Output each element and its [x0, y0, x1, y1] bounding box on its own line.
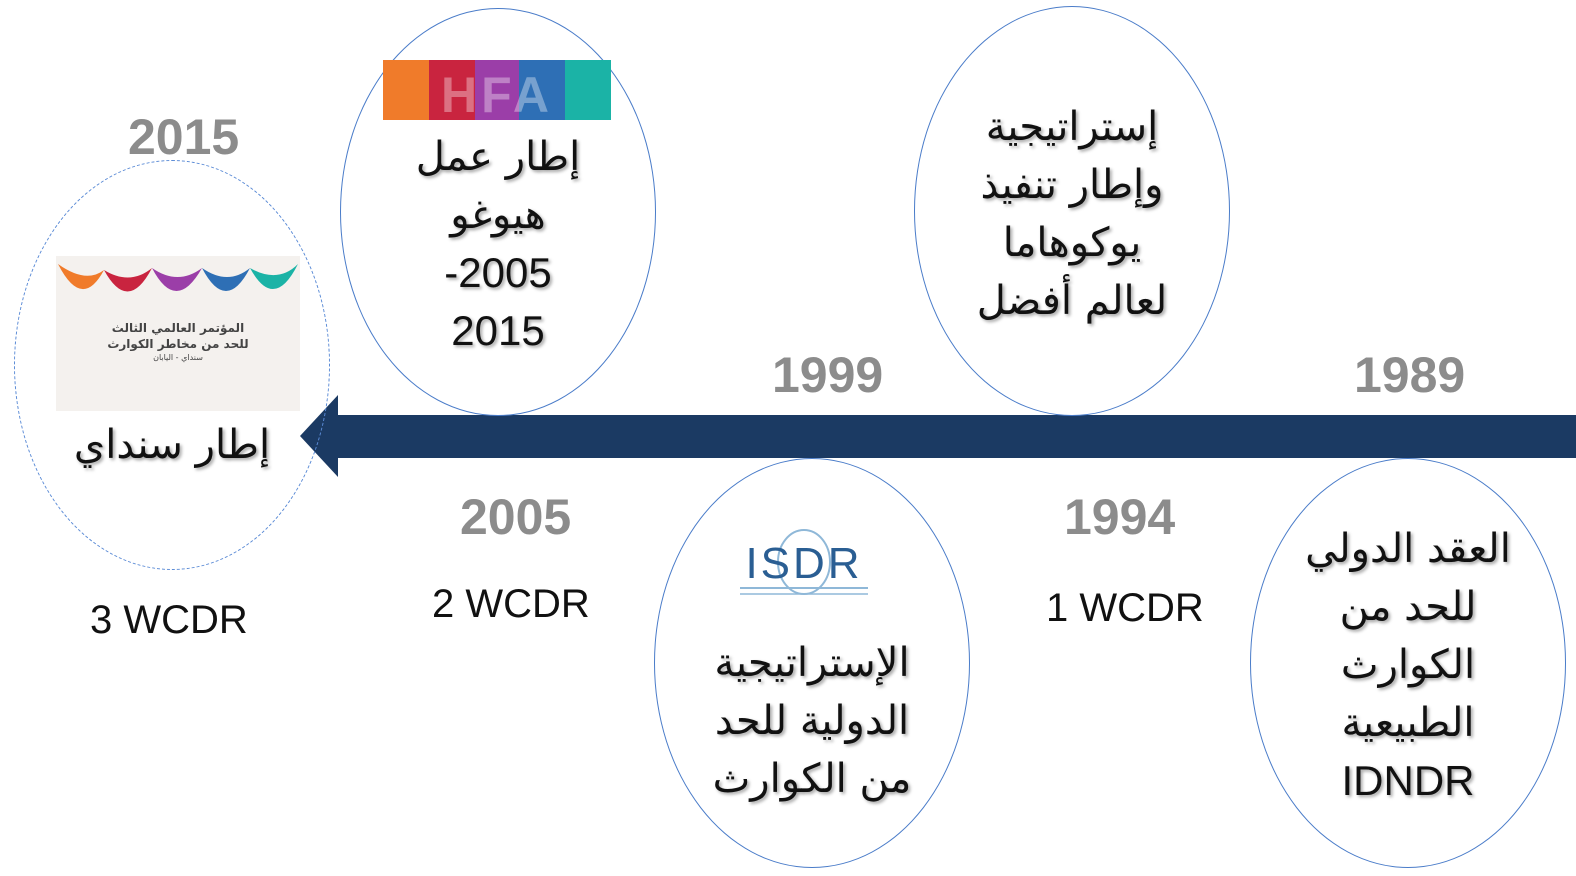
idndr-circle — [1250, 458, 1566, 868]
idndr-line-5: IDNDR — [1341, 757, 1475, 804]
yokohama-line-2: وإطار تنفيذ — [980, 162, 1164, 208]
hyogo-line-3: -2005 — [444, 249, 552, 296]
hfa-logo-text: HFA — [441, 67, 553, 123]
idndr-label: العقد الدولي للحد من الكوارث الطبيعية ID… — [1278, 520, 1538, 810]
yokohama-strategy-circle — [914, 6, 1230, 416]
yokohama-line-3: يوكوهاما — [1002, 220, 1142, 266]
year-1999: 1999 — [772, 347, 884, 403]
idndr-line-3: الكوارث — [1340, 642, 1476, 688]
isdr-circle — [654, 458, 970, 868]
wcdr-3-label: 3 WCDR — [90, 598, 248, 642]
isdr-logo: ISDR — [740, 528, 868, 600]
sendai-logo-text: المؤتمر العالمي الثالث للحد من مخاطر الك… — [56, 320, 300, 364]
sendai-framework-circle — [14, 160, 330, 570]
year-1994: 1994 — [1064, 489, 1176, 545]
isdr-logo-icon — [740, 529, 868, 595]
idndr-line-2: للحد من — [1339, 584, 1477, 630]
wcdr-2-label: 2 WCDR — [432, 582, 590, 626]
hyogo-framework-label: إطار عمل هيوغو -2005 2015 — [368, 128, 628, 360]
year-2015: 2015 — [128, 109, 240, 165]
wcdr-1-label: 1 WCDR — [1046, 586, 1204, 630]
sendai-logo-icon — [58, 264, 298, 292]
isdr-line-3: من الكوارث — [712, 756, 912, 802]
sendai-framework-label: إطار سنداي — [40, 416, 304, 474]
sendai-label: إطار سنداي — [73, 422, 271, 468]
yokohama-strategy-label: إستراتيجية وإطار تنفيذ يوكوهاما لعالم أف… — [934, 98, 1210, 330]
yokohama-line-1: إستراتيجية — [985, 104, 1159, 150]
idndr-line-1: العقد الدولي — [1305, 526, 1511, 572]
year-2005: 2005 — [460, 489, 572, 545]
sendai-logo: المؤتمر العالمي الثالث للحد من مخاطر الك… — [56, 256, 300, 411]
isdr-line-2: الدولية للحد — [714, 698, 910, 744]
sendai-logo-line1: المؤتمر العالمي الثالث — [111, 321, 245, 335]
sendai-logo-line2: للحد من مخاطر الكوارث — [107, 337, 249, 351]
hfa-logo — [383, 60, 611, 120]
isdr-label: الإستراتيجية الدولية للحد من الكوارث — [676, 634, 948, 808]
hyogo-line-4: 2015 — [451, 307, 545, 354]
year-1989: 1989 — [1354, 347, 1466, 403]
isdr-line-1: الإستراتيجية — [714, 640, 910, 686]
hyogo-line-1: إطار عمل — [415, 134, 581, 180]
hyogo-line-2: هيوغو — [450, 192, 546, 238]
hyogo-framework-circle — [340, 8, 656, 416]
idndr-line-4: الطبيعية — [1341, 700, 1475, 746]
isdr-logo-text: ISDR — [745, 539, 863, 588]
sendai-logo-line3: سنداي - اليابان — [153, 353, 203, 362]
yokohama-line-4: لعالم أفضل — [976, 278, 1168, 324]
